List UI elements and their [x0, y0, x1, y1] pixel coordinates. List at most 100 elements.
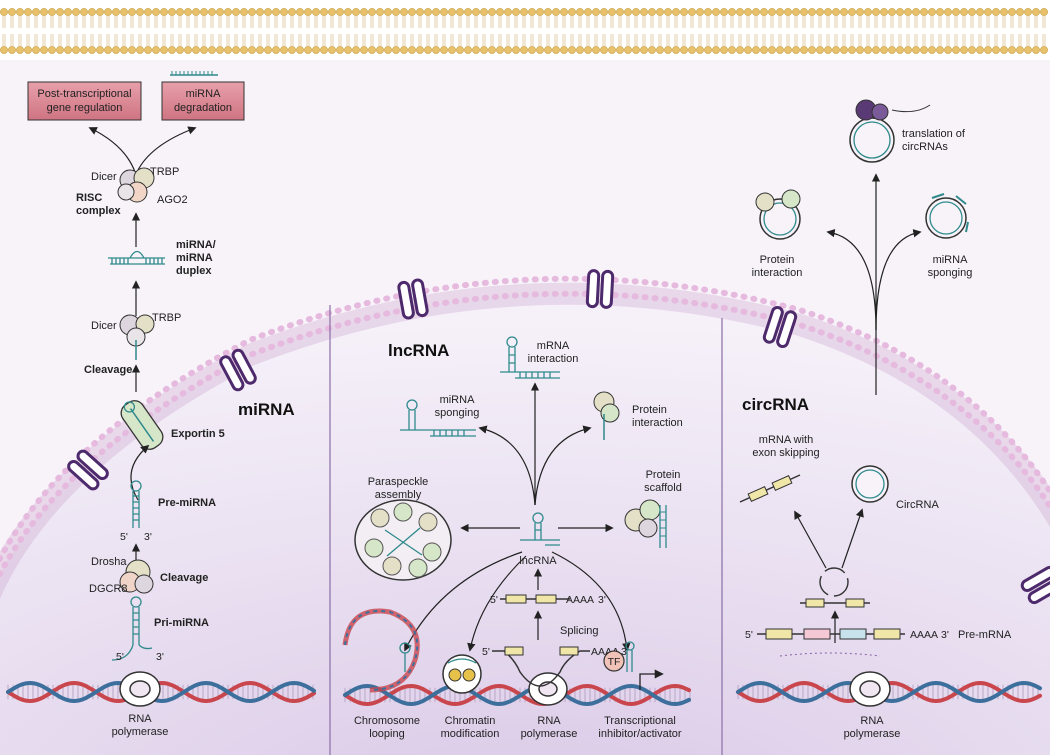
- exportin-label: Exportin 5: [171, 428, 225, 440]
- pre-mirna-icon: [130, 480, 142, 528]
- circ-mirna-sponging-line2: sponging: [928, 267, 973, 279]
- transcriptional-line2: inhibitor/activator: [598, 728, 681, 740]
- lnc-rna-polymerase-line2: polymerase: [521, 728, 578, 740]
- nuclear-pore: [1020, 565, 1050, 605]
- cleavage-label-bottom: Cleavage: [160, 572, 208, 584]
- rna-polymerase-icon-circrna: [849, 671, 891, 707]
- pri-mirna-3prime: 3': [156, 651, 164, 663]
- circ-protein-interaction-line1: Protein: [760, 254, 795, 266]
- translation-line1: translation of: [902, 128, 966, 140]
- nuclear-pore: [585, 269, 615, 309]
- title-circrna: circRNA: [742, 395, 809, 414]
- drosha-label: Drosha: [91, 556, 127, 568]
- duplex-label-line3: duplex: [176, 265, 212, 277]
- lncrna-hub-label: lncRNA: [519, 555, 557, 567]
- mirna-pathway: Post-transcriptional gene regulation miR…: [27, 71, 245, 738]
- rna-polymerase-icons: [119, 671, 891, 707]
- lnc-unspliced-3prime: 3': [621, 646, 629, 658]
- lnc-spliced-aaaa: AAAA: [566, 594, 594, 606]
- pre-mirna-5prime: 5': [120, 531, 128, 543]
- translation-line2: circRNAs: [902, 141, 948, 153]
- lnc-mirna-sponging-icon: [400, 399, 476, 437]
- chromatin-modification-line1: Chromatin: [445, 715, 496, 727]
- pre-mrna-label: Pre-mRNA: [958, 629, 1012, 641]
- arrow-to-degradation: [136, 126, 197, 173]
- mrna-interaction-line2: interaction: [528, 353, 579, 365]
- lnc-spliced-5prime: 5': [490, 594, 498, 606]
- lncrna-pathway: mRNA interaction miRNA sponging Protein …: [342, 336, 683, 740]
- lnc-unspliced-5prime: 5': [482, 646, 490, 658]
- lncrna-hub-icon: [520, 512, 560, 546]
- lnc-rna-polymerase-line1: RNA: [537, 715, 561, 727]
- spliced-mrna-icon: [500, 594, 570, 604]
- rna-polymerase-icon-lncrna: [528, 672, 568, 706]
- duplex-label-line1: miRNA/: [176, 239, 216, 251]
- title-lncrna: lncRNA: [388, 341, 449, 360]
- circ-mirna-sponging-icon: [925, 193, 969, 239]
- paraspeckle-icon: [354, 499, 452, 581]
- trbp-label-mid: TRBP: [152, 312, 181, 324]
- circ-protein-interaction-icon: [755, 189, 801, 240]
- lnc-protein-interaction-icon: [593, 391, 620, 440]
- box-regulation: [27, 81, 142, 121]
- ago2-label: AGO2: [157, 194, 188, 206]
- chromosome-loop-icon: [342, 608, 420, 693]
- splicing-label: Splicing: [560, 625, 599, 637]
- protein-scaffold-icon: [624, 499, 667, 548]
- circrna-icon: [851, 465, 889, 503]
- nuclear-pore: [67, 449, 109, 491]
- pre-mirna-3prime: 3': [144, 531, 152, 543]
- protein-scaffold-line1: Protein: [646, 469, 681, 481]
- nuclear-pores: [67, 269, 1050, 605]
- box-regulation-line1: Post-transcriptional: [37, 88, 131, 100]
- transcription-factor-icon: TF: [603, 641, 664, 690]
- dicer-label-top: Dicer: [91, 171, 117, 183]
- box-regulation-line2: gene regulation: [47, 102, 123, 114]
- lnc-protein-interaction-line2: interaction: [632, 417, 683, 429]
- mirna-rna-polymerase-line2: polymerase: [112, 726, 169, 738]
- pri-mirna-label: Pri-miRNA: [154, 617, 209, 629]
- paraspeckle-line2: assembly: [375, 489, 422, 501]
- risc-label-line2: complex: [76, 205, 122, 217]
- exon-skipping-mrna-icon: [739, 474, 801, 503]
- nuclear-pore: [397, 278, 429, 320]
- rna-polymerase-icon-mirna: [119, 671, 161, 707]
- pre-mrna-icon: [757, 628, 905, 640]
- lnc-spliced-3prime: 3': [598, 594, 606, 606]
- dgcr8-label: DGCR8: [89, 583, 128, 595]
- box-degradation-line2: degradation: [174, 102, 232, 114]
- duplex-label-line2: miRNA: [176, 252, 213, 264]
- exon-skipping-line2: exon skipping: [752, 447, 819, 459]
- lnc-mirna-sponging-line1: miRNA: [440, 394, 475, 406]
- tf-label: TF: [608, 656, 621, 668]
- nuclear-pore: [219, 348, 257, 392]
- unspliced-mrna-icon: [492, 646, 590, 687]
- transcriptional-line1: Transcriptional: [604, 715, 676, 727]
- circrna-translation-icon: [849, 99, 931, 163]
- title-mirna: miRNA: [238, 400, 295, 419]
- circrna-pathway: translation of circRNAs Protein interact…: [739, 99, 1012, 740]
- cleavage-label-top: Cleavage: [84, 364, 132, 376]
- pre-mirna-label: Pre-miRNA: [158, 497, 216, 509]
- circ-rna-polymerase-line2: polymerase: [844, 728, 901, 740]
- risc-complex-icon: [117, 167, 155, 203]
- pri-mirna-icon: [111, 596, 153, 661]
- pre-mrna-5prime: 5': [745, 629, 753, 641]
- protein-scaffold-line2: scaffold: [644, 482, 682, 494]
- mirna-rna-polymerase-line1: RNA: [128, 713, 152, 725]
- mirna-duplex-icon: [108, 250, 165, 265]
- pre-mrna-aaaa: AAAA: [910, 629, 938, 641]
- exportin-5-icon: [120, 400, 164, 450]
- circ-mirna-sponging-line1: miRNA: [933, 254, 968, 266]
- plasma-membrane: [0, 0, 1050, 60]
- exon-skipping-line1: mRNA with: [759, 434, 813, 446]
- pri-mirna-5prime: 5': [116, 651, 124, 663]
- chromosome-looping-line1: Chromosome: [354, 715, 420, 727]
- dicer-trbp-icon: [119, 314, 155, 360]
- arrow-to-regulation: [88, 127, 136, 173]
- box-degradation: [161, 81, 245, 121]
- nuclear-pore: [762, 305, 798, 349]
- trbp-label-top: TRBP: [150, 166, 179, 178]
- chromatin-modification-line2: modification: [441, 728, 500, 740]
- chromosome-looping-line2: looping: [369, 728, 404, 740]
